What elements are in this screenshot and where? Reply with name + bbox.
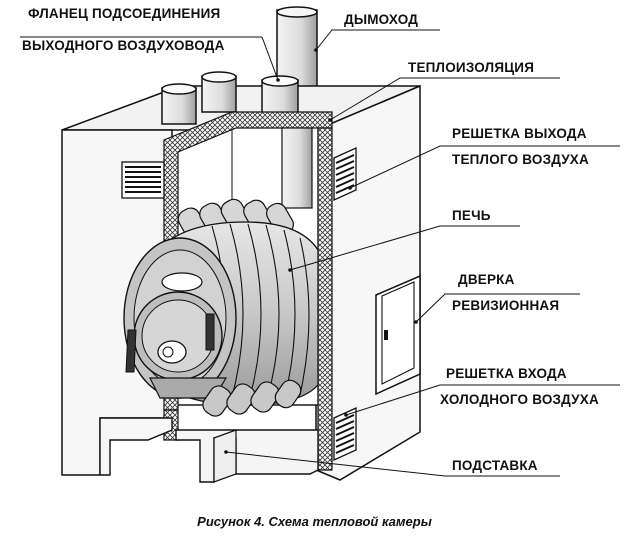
leader-lines	[20, 29, 620, 477]
label-inlet-grille-line1: РЕШЕТКА ВХОДА	[446, 366, 567, 381]
label-door-line1: ДВЕРКА	[458, 272, 515, 287]
label-door-line2: РЕВИЗИОННАЯ	[452, 298, 560, 313]
label-outlet-grille-line1: РЕШЕТКА ВЫХОДА	[452, 126, 587, 141]
inner-flue	[281, 127, 313, 209]
flange-connector	[161, 71, 299, 125]
label-outlet-grille-line2: ТЕПЛОГО ВОЗДУХА	[452, 152, 589, 167]
outlet-grille-right	[333, 146, 357, 202]
label-flange-line1: ФЛАНЕЦ ПОДСОЕДИНЕНИЯ	[28, 6, 221, 21]
inspection-door	[375, 274, 421, 396]
label-stand: ПОДСТАВКА	[452, 458, 538, 473]
label-stove: ПЕЧЬ	[452, 208, 491, 223]
stand	[99, 417, 319, 483]
label-chimney: ДЫМОХОД	[344, 12, 419, 27]
stove	[123, 198, 319, 417]
label-insulation: ТЕПЛОИЗОЛЯЦИЯ	[408, 60, 535, 75]
label-flange-line2: ВЫХОДНОГО ВОЗДУХОВОДА	[22, 38, 225, 53]
figure-caption: Рисунок 4. Схема тепловой камеры	[197, 514, 432, 529]
outlet-grille-left	[121, 161, 165, 199]
inlet-grille	[333, 406, 357, 462]
label-inlet-grille-line2: ХОЛОДНОГО ВОЗДУХА	[440, 392, 599, 407]
